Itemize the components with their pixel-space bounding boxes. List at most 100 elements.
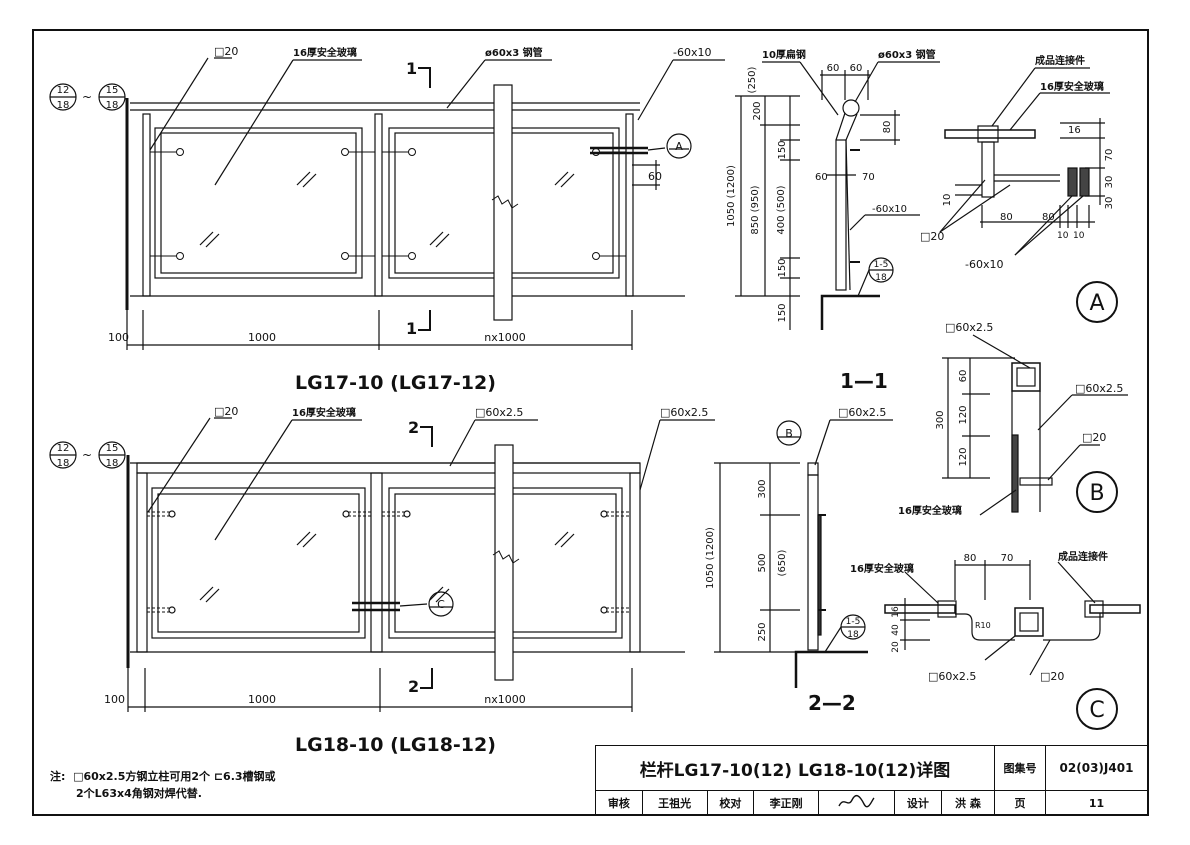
dim-30b: 30 [1104,197,1115,210]
dim-1050: 1050 (1200) [705,527,716,589]
section-mark-bottom: 1 [406,319,417,338]
marker-b: B [785,427,793,440]
marker-c: C [1089,698,1104,723]
label-flat-steel: 10厚扁钢 [762,48,806,61]
review-label: 审核 [595,790,643,816]
elevation-lg17 [49,57,725,350]
label-flat: -60x10 [965,258,1003,271]
dim-70: 70 [1104,149,1115,162]
label-sq20: □20 [214,405,238,418]
label-glass: 16厚安全玻璃 [293,46,357,59]
dim-400: 400 (500) [776,185,787,234]
dim-60a: 60 [827,63,840,74]
label-sq20: □20 [1040,670,1064,683]
ref-top: 1-5 [846,617,861,627]
notes-text-1: □60x2.5方钢立柱可用2个 ⊏6.3槽钢或 [73,770,276,783]
section-2-2-labels: B □60x2.5 1050 (1200) 300 500 (650) 250 … [705,406,886,715]
label-tube2: □60x2.5 [1075,382,1123,395]
dim-1050: 1050 (1200) [726,165,737,227]
detail-b-labels: □60x2.5 □60x2.5 300 60 120 120 □20 16厚安全… [898,321,1123,517]
label-r10: R10 [975,621,991,630]
dim-1000: 1000 [248,331,276,344]
ref-bubble2-bottom: 18 [106,100,119,111]
dim-300: 300 [757,479,768,498]
page-label: 页 [994,790,1046,816]
label-glass: 16厚安全玻璃 [850,562,914,575]
label-glass: 16厚安全玻璃 [1040,80,1104,93]
sheet-border [32,29,1149,816]
dim-650: (650) [777,549,788,576]
dim-40: 40 [891,624,901,636]
label-pipe: ø60x3 钢管 [485,46,543,59]
ref-bottom: 18 [875,273,887,283]
elevation-lg18 [49,417,715,712]
signature [818,790,895,816]
caption-2-2: 2—2 [808,691,856,715]
checker-name: 李正刚 [753,790,819,816]
label-tube: □60x2.5 [928,670,976,683]
dim-80: 80 [882,121,893,134]
detail-a-drawing [939,67,1118,323]
dim-60: 60 [648,170,662,183]
lg17-labels: 12 18 ~ 15 18 □20 16厚安全玻璃 ø60x3 钢管 -60x1… [57,45,712,394]
section-mark-top: 1 [406,59,417,78]
ref-bubble2-top: 15 [106,443,119,454]
section-mark-top: 2 [408,418,419,437]
label-tube-b: □60x2.5 [660,406,708,419]
ref-bubble2-top: 15 [106,85,119,96]
dim-80a: 80 [1000,212,1013,223]
designer-name: 洪 森 [940,790,996,816]
dim-10b: 10 [1073,231,1085,241]
dim-70: 70 [1001,553,1014,564]
title-block-title: 栏杆LG17-10(12) LG18-10(12)详图 [595,745,995,791]
label-flat: -60x10 [673,46,711,59]
dim-150c: 150 [777,303,788,322]
detail-b-drawing [942,334,1128,516]
detail-c-labels: 16厚安全玻璃 成品连接件 80 70 16 40 20 R10 □60x2.5… [850,550,1108,723]
dim-16: 16 [891,606,901,618]
lg18-labels: 12 18 ~ 15 18 □20 16厚安全玻璃 □60x2.5 □60x2.… [57,405,709,756]
label-glass: 16厚安全玻璃 [898,504,962,517]
handwritten-signature [838,794,876,807]
dim-10a: 10 [1057,231,1069,241]
dim-100: 100 [108,331,129,344]
label-sq20: □20 [1082,431,1106,444]
design-label: 设计 [893,790,942,816]
dim-20: 20 [891,641,901,653]
dim-300: 300 [935,410,946,429]
label-connector: 成品连接件 [1035,54,1085,67]
dim-100: 100 [104,693,125,706]
notes-text-2: 2个L63x4角钢对焊代替. [76,787,202,800]
ref-bubble-bottom: 18 [57,100,70,111]
detail-c-drawing [884,560,1141,730]
dim-1000: 1000 [248,693,276,706]
label-pipe: ø60x3 钢管 [878,48,936,61]
ref-bubble-top: 12 [57,443,70,454]
label-flat: -60x10 [872,204,907,215]
notes-line-2: 2个L63x4角钢对焊代替. [50,785,276,802]
atlas-number: 02(03)J401 [1045,745,1148,791]
section-mark-bottom: 2 [408,677,419,696]
notes-prefix: 注: [50,770,66,783]
atlas-label: 图集号 [994,745,1046,791]
reviewer-name: 王祖光 [641,790,708,816]
ref-bottom: 18 [847,630,859,640]
ref-tilde: ~ [82,448,92,462]
marker-a: A [1089,291,1104,316]
dim-60c: 60 [815,172,828,183]
detail-marker-c: C [437,598,445,611]
dim-nx1000: nx1000 [484,693,525,706]
dim-150a: 150 [777,140,788,159]
label-tube: □60x2.5 [838,406,886,419]
notes: 注: □60x2.5方钢立柱可用2个 ⊏6.3槽钢或 2个L63x4角钢对焊代替… [50,768,276,802]
dim-250: 250 [757,622,768,641]
dim-120a: 120 [958,405,969,424]
ref-bubble-bottom: 18 [57,458,70,469]
caption-lg17: LG17-10 (LG17-12) [295,372,496,394]
dim-200: 200 [752,101,763,120]
ref-top: 1-5 [874,260,889,270]
dim-500: 500 [757,553,768,572]
dim-60b: 60 [850,63,863,74]
